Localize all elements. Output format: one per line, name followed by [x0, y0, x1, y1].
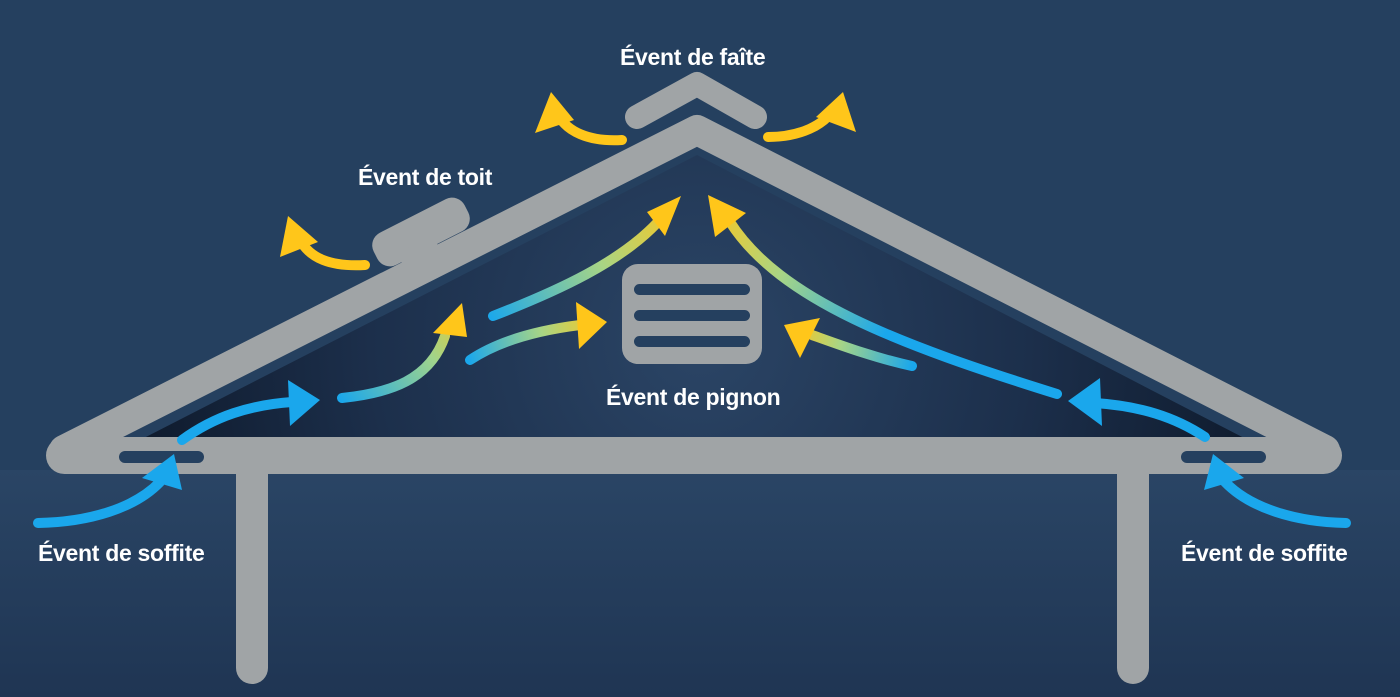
exhaust-arrowhead-ridge-left: [535, 92, 574, 133]
gable-vent: [622, 264, 762, 364]
exhaust-arrowhead-roof-vent: [280, 216, 318, 257]
soffit-vent-label-left: Évent de soffite: [38, 540, 205, 566]
exhaust-arrowhead-ridge-right: [816, 92, 856, 132]
soffit-vent-slot-right: [1181, 451, 1266, 463]
intake-arrowhead-right-outside: [1204, 454, 1244, 490]
ridge-vent-cap: [625, 72, 767, 129]
intake-arrow-left-outside: [33, 477, 165, 528]
airflow-arrow-e: [725, 217, 1062, 399]
airflow-arrow-a: [337, 331, 450, 403]
intake-arrow-right-outside: [1220, 477, 1351, 528]
ceiling-beam: [46, 437, 1342, 474]
roof-rafters: [49, 115, 1340, 465]
intake-arrow-right-attic: [1090, 398, 1210, 442]
roof-vent-box: [372, 197, 470, 275]
soffit-vent-slot-left: [119, 451, 204, 463]
house-interior: [0, 470, 1400, 697]
intake-arrowhead-left-attic: [288, 380, 320, 426]
roof-vent-label: Évent de toit: [358, 164, 493, 190]
gable-vent-label: Évent de pignon: [606, 384, 781, 410]
airflow-arrowhead-d: [784, 318, 820, 358]
airflow-arrow-c: [465, 320, 585, 365]
intake-arrow-left-attic: [177, 397, 297, 445]
ridge-vent-label: Évent de faîte: [620, 44, 766, 70]
airflow-arrowhead-b: [647, 196, 681, 236]
airflow-arrowhead-e: [708, 195, 746, 237]
intake-arrowhead-right-attic: [1068, 378, 1102, 426]
airflow-arrowhead-c: [576, 302, 607, 349]
airflow-arrow-d: [807, 330, 917, 371]
airflow-arrow-b: [488, 218, 662, 321]
soffit-vent-label-right: Évent de soffite: [1181, 540, 1348, 566]
intake-arrowhead-left-outside: [142, 454, 182, 490]
airflow-arrowhead-a: [433, 303, 467, 337]
